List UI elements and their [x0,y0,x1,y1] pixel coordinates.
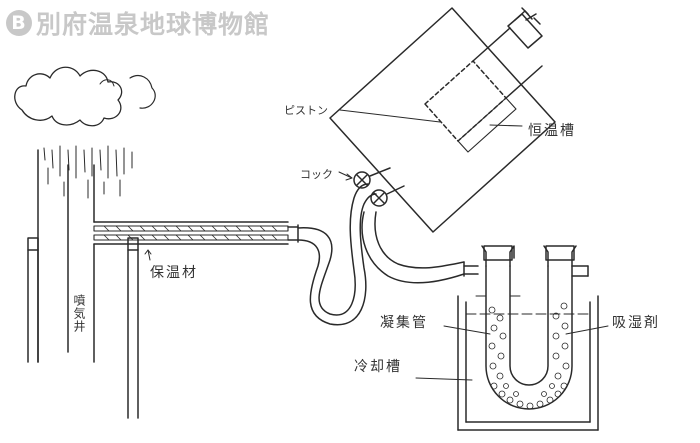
label-fumarole-well: 噴気井 [72,294,86,333]
label-cooling-tank: 冷却槽 [354,359,402,375]
condenser-u-tube [475,245,589,410]
museum-logo-icon: B [6,10,32,36]
absorbent-granules [488,302,570,410]
label-insulation-material: 保温材 [150,265,198,281]
cooling-tank [457,295,599,431]
label-thermostat-tank: 恒温槽 [528,123,576,139]
label-piston: ピストン [284,104,328,117]
steam-cloud-icon [14,66,156,127]
label-absorbent: 吸湿剤 [612,315,660,331]
insulated-pipe [93,221,299,245]
museum-watermark: B 別府温泉地球博物館 [6,6,270,40]
steam-streaks [43,145,133,199]
museum-name: 別府温泉地球博物館 [36,10,271,39]
thermostat-tank [329,7,556,233]
rubber-hose-1 [297,183,377,326]
label-condenser-tube: 凝集管 [380,315,428,331]
rubber-hose-2 [361,211,479,284]
leader-lines [144,109,609,381]
cock-valve-lower [370,185,405,207]
label-cock: コック [300,168,333,181]
fumarole-well [27,149,139,419]
cock-valve-upper [353,167,391,189]
